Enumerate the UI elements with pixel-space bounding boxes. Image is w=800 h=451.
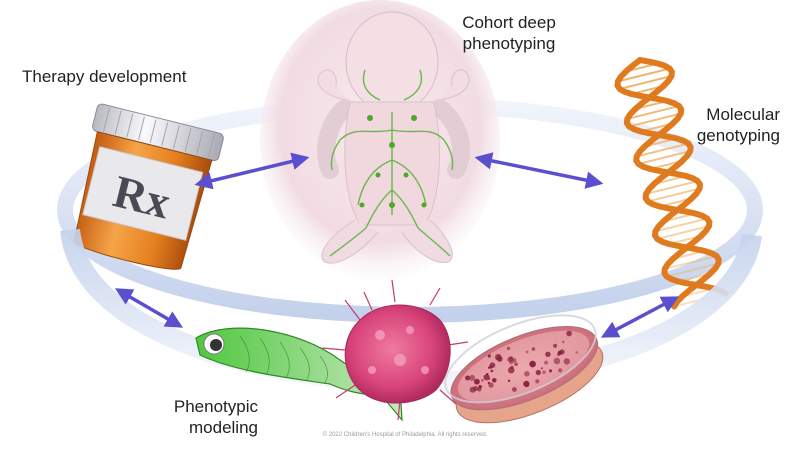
- bacterial-colony: [496, 356, 503, 362]
- bacterial-colony: [469, 374, 476, 381]
- bacterial-colony: [506, 346, 511, 350]
- bacterial-colony: [507, 357, 513, 363]
- bacterial-colony: [507, 379, 511, 382]
- bacterial-colony: [483, 374, 490, 381]
- arrow-modeling-therapy: [114, 288, 184, 328]
- dna-base-pair: [664, 255, 717, 270]
- bacterial-colony: [478, 385, 483, 389]
- dna-base-pair: [617, 67, 670, 83]
- bacterial-colony: [507, 366, 515, 374]
- bacterial-colony: [481, 379, 484, 382]
- dna-base-pair: [666, 262, 719, 278]
- arrow-cohort-molecular: [474, 152, 604, 189]
- cohort-deep-phenotyping-label: Cohort deep phenotyping: [462, 13, 556, 53]
- dna-base-pair: [628, 112, 682, 128]
- dna-strand: [614, 57, 722, 310]
- bacterial-colony: [562, 340, 565, 343]
- phenotypic-modeling-label: Phenotypic modeling: [173, 397, 258, 437]
- dna-base-pair: [645, 180, 698, 195]
- bacterial-colony: [524, 371, 530, 377]
- pink-cell-cluster-icon: [321, 279, 469, 421]
- bacterial-colony: [553, 357, 561, 365]
- cycle-arrows: [114, 152, 680, 338]
- bacterial-colony: [512, 387, 517, 392]
- bacterial-colony: [492, 378, 497, 383]
- bacterial-colony: [542, 370, 546, 375]
- bacterial-colony: [531, 347, 536, 351]
- bacterial-colony: [557, 350, 562, 355]
- bacterial-colony: [535, 379, 540, 384]
- bacterial-colony: [525, 350, 529, 354]
- bacterial-colony: [545, 351, 551, 357]
- dna-base-pair: [638, 150, 691, 165]
- bacterial-colony: [465, 375, 471, 381]
- bacterial-colony: [488, 382, 494, 388]
- dna-strand: [623, 57, 729, 297]
- bacterial-colony: [544, 360, 549, 365]
- bacterial-colony: [487, 354, 491, 358]
- dna-base-pair: [627, 105, 680, 120]
- infant-lymphatic-illustration: [260, 0, 500, 280]
- arrow-therapy-cohort: [194, 152, 310, 190]
- dna-base-pair: [655, 217, 708, 233]
- bacterial-colony: [530, 362, 534, 365]
- bacterial-colony: [540, 367, 544, 370]
- bacterial-colony: [474, 378, 480, 385]
- molecular-genotyping-label: Molecular genotyping: [696, 105, 780, 145]
- dna-base-pair: [619, 75, 672, 90]
- bacterial-colony: [489, 362, 496, 369]
- dna-helix-icon: [614, 57, 729, 310]
- bacterial-colony: [575, 351, 578, 354]
- bacterial-colony: [526, 385, 529, 387]
- bacterial-colony: [535, 369, 541, 376]
- bacterial-colony: [553, 343, 558, 348]
- bacterial-colony: [490, 369, 494, 373]
- bacterial-colony: [558, 368, 563, 373]
- copyright-notice: © 2022 Children's Hospital of Philadelph…: [322, 432, 488, 438]
- bacterial-colony: [548, 369, 553, 373]
- bacterial-colony: [514, 362, 518, 367]
- arrow-molecular-modeling: [600, 296, 680, 338]
- therapy-development-label: Therapy development: [22, 67, 187, 86]
- dna-base-pair: [636, 142, 689, 158]
- petri-dish-icon: [444, 314, 604, 424]
- dna-base-pair: [657, 225, 710, 240]
- bacterial-colony: [566, 330, 572, 337]
- dna-base-pair: [647, 187, 700, 203]
- bacterial-colony: [488, 366, 491, 369]
- bacterial-colony: [469, 386, 476, 393]
- bacterial-colony: [563, 358, 570, 365]
